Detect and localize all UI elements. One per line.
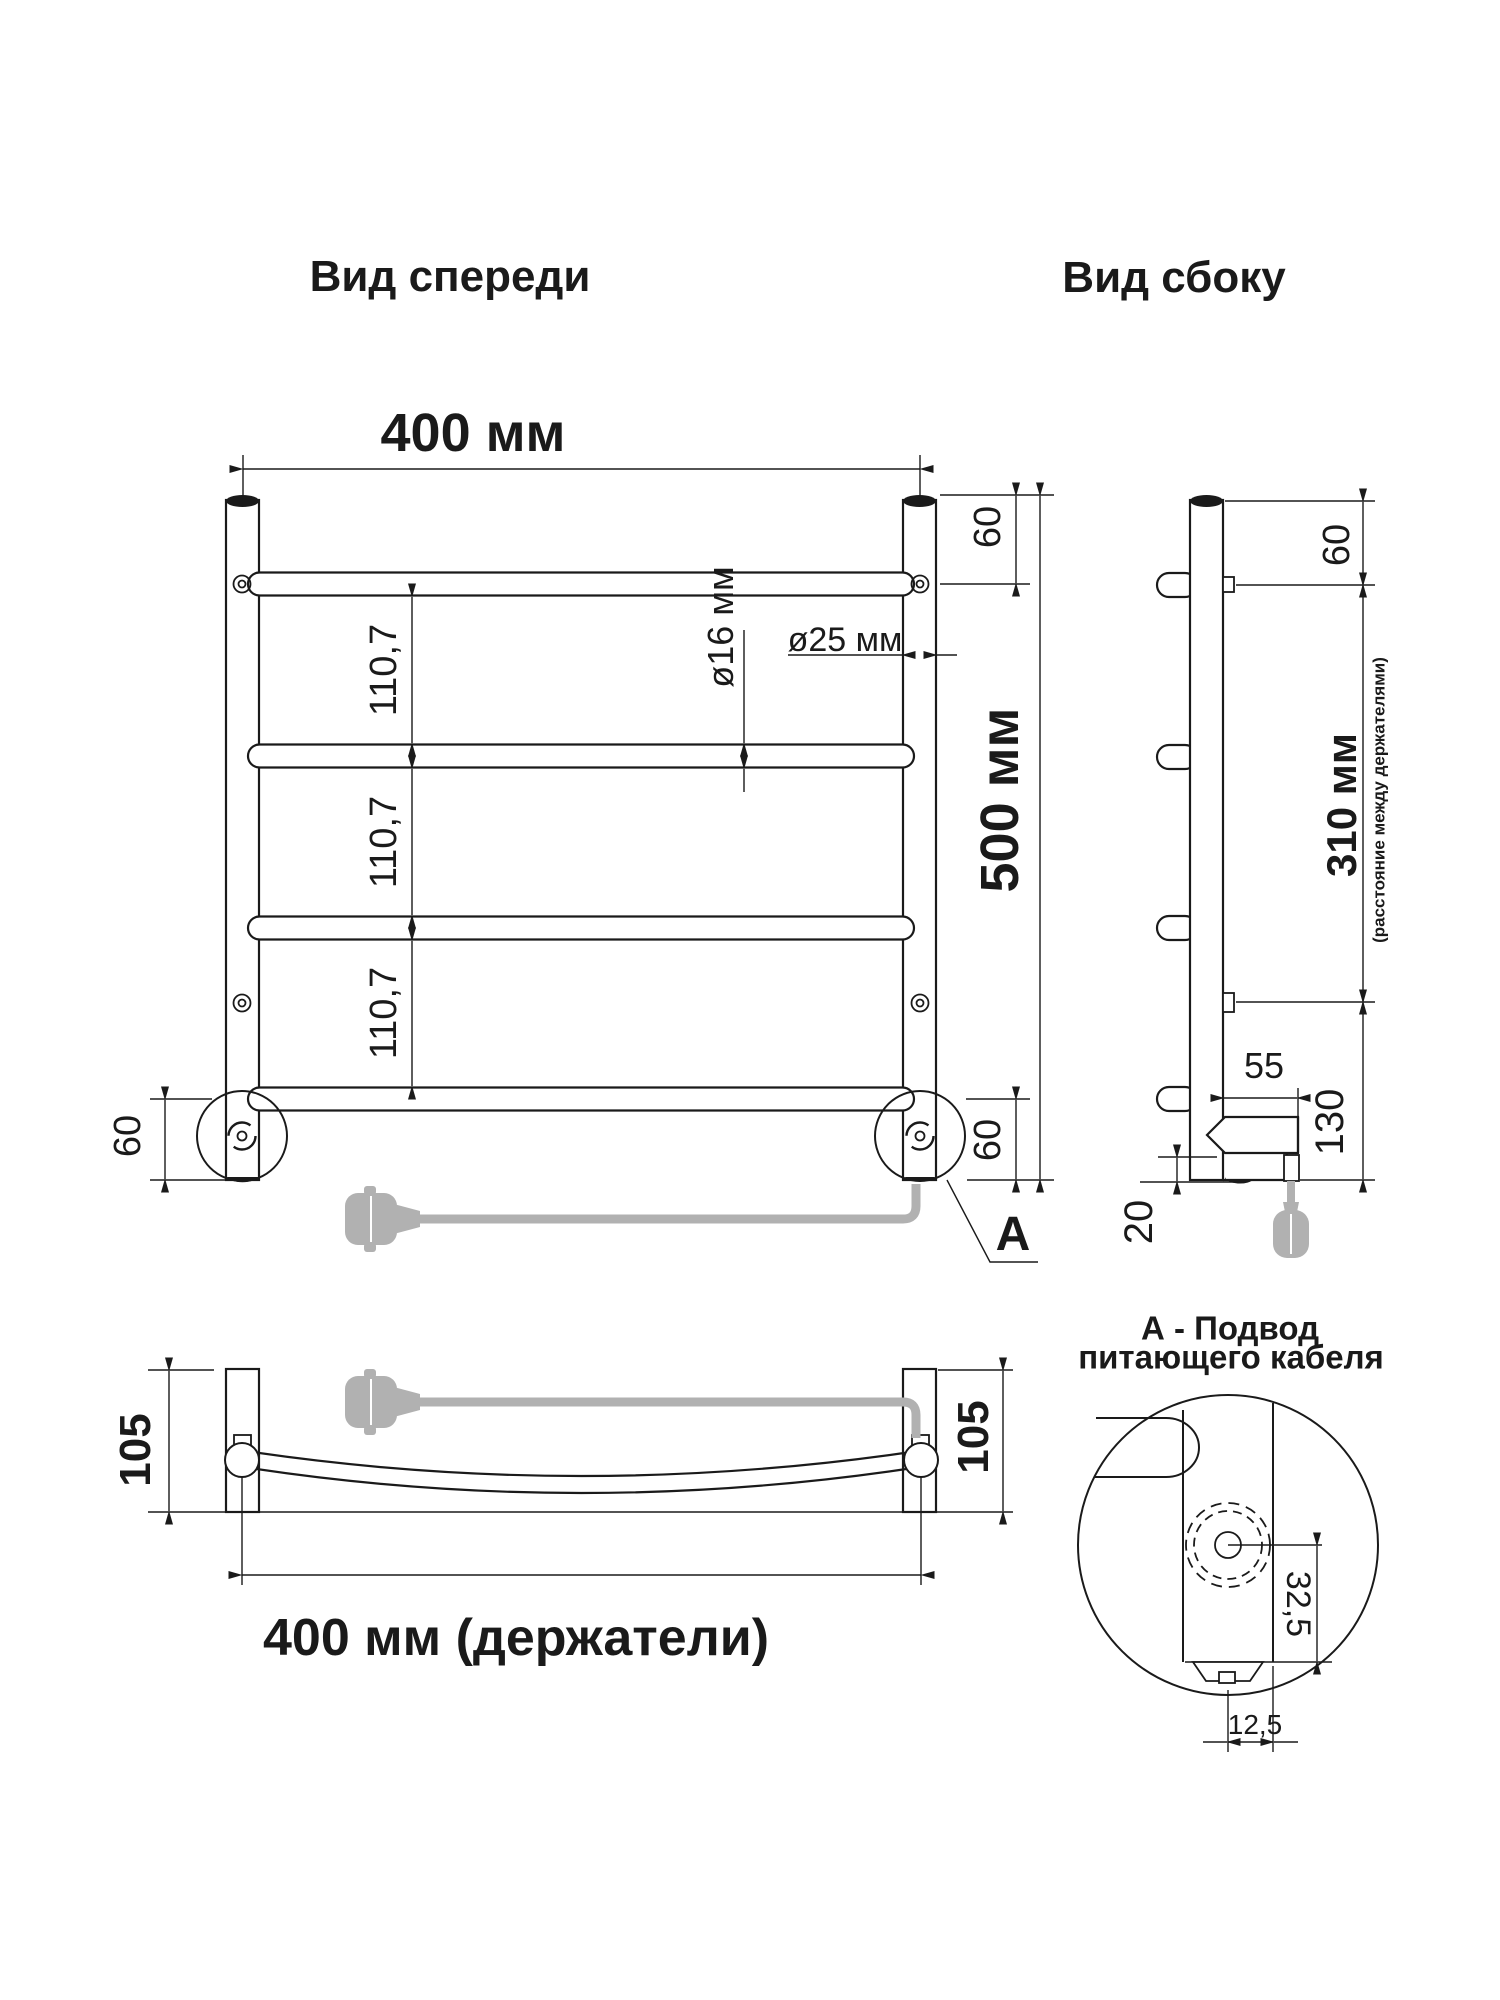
side-heater-element: [1205, 1115, 1300, 1155]
side-power-cable: [1273, 1181, 1309, 1258]
dim-rung-diameter: ø16 мм: [700, 566, 741, 688]
dim-side-bottom-section: 130: [1308, 1088, 1352, 1156]
side-view-title: Вид сбоку: [1062, 253, 1286, 302]
side-bracket-top: [1222, 576, 1235, 593]
dim-front-bottom-right-gap: 60: [967, 1118, 1009, 1162]
dim-holders-note: (расстояние между держателями): [1369, 657, 1389, 943]
front-rung-1: [246, 571, 916, 597]
side-post: [1188, 498, 1225, 1182]
dim-detail-horizontal-offset: 12,5: [1227, 1709, 1283, 1740]
side-dimensions: [1140, 488, 1375, 1195]
top-curved-rung-outer: [251, 1450, 912, 1478]
front-left-post: [224, 498, 261, 1182]
dim-side-depth: 55: [1243, 1045, 1285, 1086]
side-post-cap: [1190, 495, 1223, 507]
detail-a-marker: А: [995, 1208, 1031, 1261]
top-view-drawing: [148, 1367, 1013, 1514]
front-plug-neck: [390, 1203, 420, 1235]
front-rung-4: [246, 1086, 916, 1112]
dim-top-depth-right: 105: [949, 1400, 998, 1474]
detail-a-leader: [946, 1179, 1038, 1263]
dim-side-top-gap: 60: [1316, 523, 1358, 567]
top-power-cable: [345, 1369, 921, 1438]
dim-front-bottom-left-gap: 60: [107, 1114, 149, 1158]
side-view-drawing: [1155, 495, 1300, 1184]
dim-front-height: 500 мм: [970, 707, 1030, 893]
dim-front-top-gap: 60: [967, 505, 1009, 549]
top-left-holder: [224, 1442, 260, 1478]
front-right-post-cap: [903, 495, 936, 507]
front-view-drawing: [196, 495, 966, 1183]
front-rung-2: [246, 743, 916, 769]
detail-a-title-line2: питающего кабеля: [1078, 1338, 1384, 1376]
top-plug-neck: [390, 1386, 420, 1418]
side-bracket-bottom: [1222, 992, 1235, 1013]
front-rung-3: [246, 915, 916, 941]
dim-post-diameter: ø25 мм: [787, 621, 903, 659]
dim-front-width: 400 мм: [380, 403, 566, 463]
top-view-dimensions: [148, 1357, 1013, 1585]
detail-a-title-line1: А - Подвод: [1140, 1309, 1320, 1347]
front-left-foot: [227, 1177, 258, 1183]
dim-side-foot: 20: [1117, 1199, 1161, 1245]
front-dimensions: [150, 455, 1054, 1263]
front-view-title: Вид спереди: [309, 252, 591, 301]
front-right-foot: [905, 1177, 935, 1182]
dim-front-spacing-1: 110,7: [363, 623, 405, 717]
detail-a-dimensions: [1203, 1532, 1322, 1752]
top-right-holder: [903, 1442, 939, 1478]
dim-top-holders-width: 400 мм (держатели): [262, 1609, 770, 1667]
dim-detail-vertical-offset: 32,5: [1279, 1570, 1317, 1638]
front-left-post-cap: [226, 495, 259, 507]
side-cable-gland: [1283, 1154, 1300, 1182]
front-screw-holes: [232, 574, 930, 1013]
detail-a-drawing: [1077, 1394, 1379, 1696]
dim-front-spacing-2: 110,7: [363, 795, 405, 889]
front-power-cable: [345, 1184, 921, 1252]
front-right-post: [901, 498, 938, 1182]
dim-holders-span: 310 мм: [1318, 733, 1365, 877]
top-curved-rung-inner: [249, 1466, 914, 1495]
dim-front-spacing-3: 110,7: [363, 966, 405, 1060]
dim-top-depth-left: 105: [111, 1413, 160, 1487]
